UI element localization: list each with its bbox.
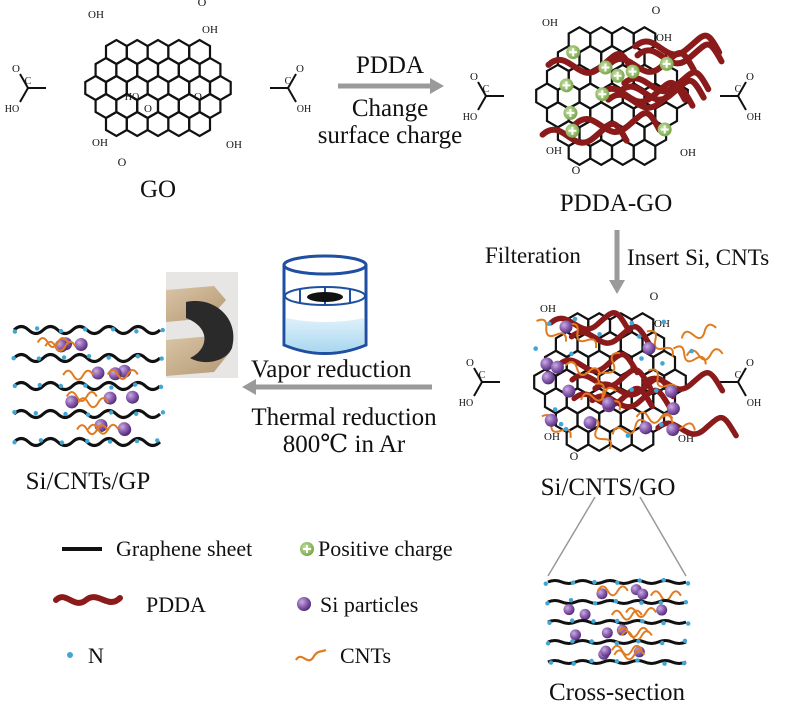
arrow-left-reduction (242, 379, 432, 395)
svg-text:O: O (296, 63, 304, 75)
svg-text:C: C (479, 370, 486, 381)
svg-text:O: O (118, 155, 127, 169)
svg-text:OH: OH (88, 9, 104, 21)
legend-pdda: PDDA (146, 592, 206, 617)
legend-n: N (88, 643, 104, 668)
arrow-label-vapor-reduction: Vapor reduction (251, 356, 412, 383)
svg-text:OH: OH (542, 17, 558, 29)
svg-text:O: O (466, 357, 474, 369)
svg-text:O: O (144, 103, 152, 115)
arrow-down-filtration (609, 230, 625, 294)
svg-text:O: O (198, 0, 207, 9)
svg-text:O: O (652, 3, 661, 17)
pdda-go-label: PDDA-GO (559, 190, 673, 217)
svg-text:OH: OH (92, 137, 108, 149)
svg-text:O: O (746, 71, 754, 83)
arrow-label-surface-charge: surface charge (317, 122, 463, 149)
arrow-label-change: Change (351, 95, 429, 122)
arrow-right-pdda (338, 78, 444, 94)
svg-text:HO: HO (459, 398, 473, 409)
legend-si-particles: Si particles (320, 592, 419, 617)
svg-text:OH: OH (202, 24, 218, 36)
svg-text:OH: OH (680, 147, 696, 159)
arrow-label-pdda: PDDA (355, 52, 425, 79)
svg-text:OH: OH (297, 104, 311, 115)
go-label: GO (139, 176, 177, 203)
svg-text:O: O (194, 91, 202, 103)
legend-symbols (53, 542, 327, 662)
svg-text:OH: OH (747, 398, 761, 409)
svg-text:O: O (570, 449, 579, 463)
svg-text:OH: OH (226, 139, 242, 151)
svg-text:OH: OH (656, 32, 672, 44)
svg-text:O: O (470, 71, 478, 83)
svg-text:HO: HO (463, 112, 477, 123)
svg-text:HO: HO (125, 92, 139, 103)
process-arrows (242, 78, 625, 395)
svg-text:O: O (746, 357, 754, 369)
arrow-label-temperature: 800℃ in Ar (282, 431, 406, 458)
si-cnts-gp-layers (11, 325, 166, 447)
arrow-label-insert: Insert Si, CNTs (627, 245, 770, 270)
svg-text:HO: HO (5, 104, 19, 115)
cross-section-callout (547, 496, 687, 577)
film-photo (166, 272, 238, 378)
svg-text:C: C (735, 370, 742, 381)
svg-text:O: O (12, 63, 20, 75)
svg-text:C: C (25, 76, 32, 87)
legend-positive-charge: Positive charge (318, 536, 453, 561)
svg-text:C: C (285, 76, 292, 87)
arrow-label-filtration: Filteration (485, 243, 581, 268)
cross-section-layers (543, 577, 691, 666)
svg-text:OH: OH (747, 112, 761, 123)
arrow-label-thermal-reduction: Thermal reduction (251, 404, 437, 431)
si-cnts-gp-label: Si/CNTs/GP (25, 468, 151, 495)
svg-text:O: O (572, 163, 581, 177)
svg-text:OH: OH (544, 431, 560, 443)
legend-graphene-sheet: Graphene sheet (116, 536, 253, 561)
svg-text:C: C (483, 84, 490, 95)
legend-cnts: CNTs (340, 643, 392, 668)
svg-text:C: C (735, 84, 742, 95)
svg-text:OH: OH (654, 318, 670, 330)
svg-text:OH: OH (546, 145, 562, 157)
si-cnts-go-label: Si/CNTS/GO (540, 474, 676, 501)
svg-text:O: O (650, 289, 659, 303)
svg-text:OH: OH (540, 303, 556, 315)
vial-icon (282, 254, 368, 355)
cross-section-label: Cross-section (548, 679, 686, 706)
